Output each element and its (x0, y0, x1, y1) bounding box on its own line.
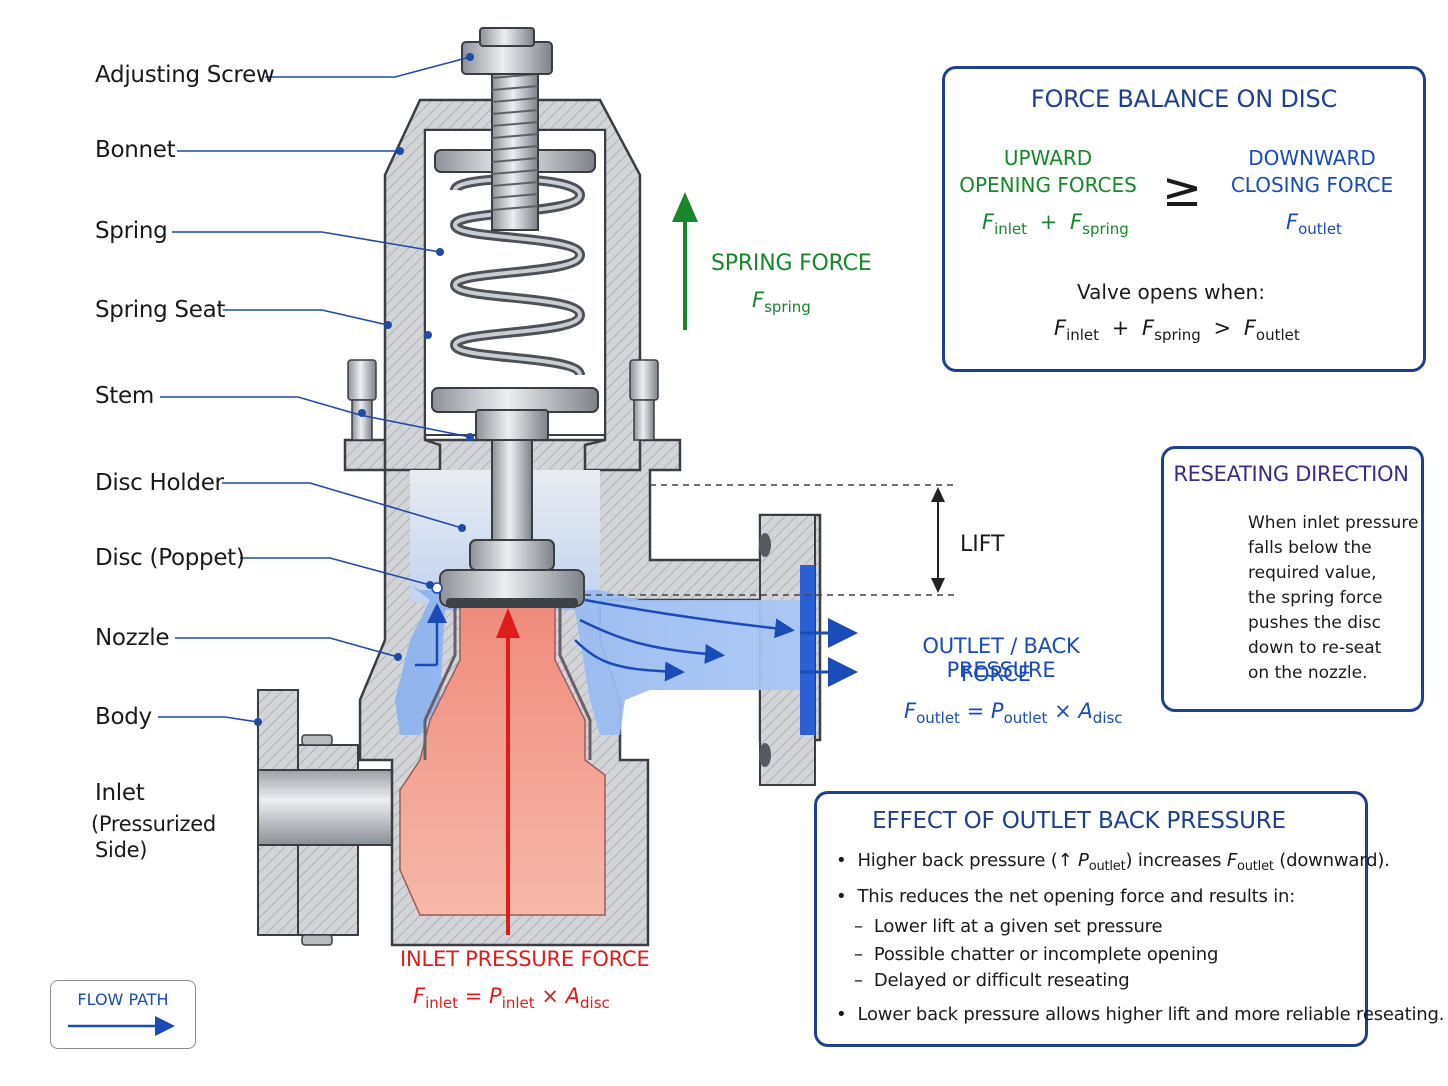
downward-label-2: CLOSING FORCE (1230, 173, 1394, 197)
label-stem: Stem (95, 383, 154, 409)
upward-label-2: OPENING FORCES (959, 173, 1137, 197)
geq-symbol: ≥ (1162, 162, 1203, 218)
valve-opens-label: Valve opens when: (1077, 280, 1265, 304)
leader-lines (158, 56, 471, 723)
internal-flow-arrows (415, 598, 795, 682)
adjusting-screw (461, 27, 553, 231)
bonnet-bolt-right (629, 359, 659, 441)
reseating-line-4: the spring force (1248, 588, 1383, 608)
upward-formula: Finlet + Fspring (982, 210, 1129, 238)
inlet-force-formula: Finlet = Pinlet × Adisc (413, 984, 610, 1012)
spring-force-symbol: Fspring (752, 288, 811, 316)
disc-holder (469, 539, 555, 571)
reseating-box (1161, 446, 1424, 712)
outlet-force-title-2: FORCE (960, 662, 1032, 686)
inlet-pipe (257, 769, 409, 846)
outlet-fluid (395, 585, 800, 735)
bonnet (383, 98, 642, 472)
downward-formula: Foutlet (1286, 210, 1342, 238)
label-disc: Disc (Poppet) (95, 545, 245, 571)
spring-seat (431, 387, 599, 413)
legend-label: FLOW PATH (77, 990, 169, 1009)
reseating-line-2: falls below the (1248, 538, 1372, 558)
reseating-title: RESEATING DIRECTION (1173, 462, 1409, 486)
force-balance-title: FORCE BALANCE ON DISC (1030, 85, 1338, 113)
reseating-line-5: pushes the disc (1248, 613, 1381, 633)
label-inlet-sub1: (Pressurized (91, 812, 216, 836)
leader-dots (254, 53, 474, 726)
bp-sub-2: – Possible chatter or incomplete opening (854, 944, 1219, 965)
lift-dimension (585, 484, 955, 596)
inlet-force-title: INLET PRESSURE FORCE (400, 947, 650, 971)
bp-bullet-3: • Lower back pressure allows higher lift… (836, 1004, 1445, 1025)
inlet-fluid (399, 604, 606, 916)
bp-bullet-1: • Higher back pressure (↑ Poutlet) incre… (836, 850, 1390, 874)
label-inlet: Inlet (95, 780, 145, 806)
bp-bullet-2: • This reduces the net opening force and… (836, 886, 1296, 907)
label-bonnet: Bonnet (95, 137, 176, 163)
outlet-force-title-1: OUTLET / BACK PRESSURE (922, 634, 1080, 682)
reseating-line-1: When inlet pressure (1248, 513, 1419, 533)
reseating-line-3: required value, (1248, 563, 1377, 583)
label-spring: Spring (95, 218, 168, 244)
downward-label-1: DOWNWARD (1248, 146, 1376, 170)
upward-label-1: UPWARD (1003, 146, 1093, 170)
label-spring-seat: Spring Seat (95, 297, 226, 323)
reseating-line-6: down to re-seat (1248, 638, 1382, 658)
legend-box (50, 980, 196, 1049)
bp-sub-1: – Lower lift at a given set pressure (854, 916, 1163, 937)
label-adjusting-screw: Adjusting Screw (95, 62, 275, 88)
force-balance-box (942, 66, 1426, 372)
label-disc-holder: Disc Holder (95, 470, 224, 496)
back-pressure-title: EFFECT OF OUTLET BACK PRESSURE (872, 808, 1286, 834)
inlet-pressure-arrow (496, 608, 520, 935)
lift-label: LIFT (960, 532, 1005, 557)
label-nozzle: Nozzle (95, 625, 170, 651)
label-inlet-sub2: Side) (95, 838, 148, 862)
outlet-force-formula: Foutlet = Poutlet × Adisc (904, 699, 1123, 727)
bp-sub-3: – Delayed or difficult reseating (854, 970, 1130, 991)
reseating-line-7: on the nozzle. (1248, 663, 1368, 683)
spring-force-title: SPRING FORCE (711, 251, 872, 276)
label-body: Body (95, 704, 152, 730)
spring-force-arrow (672, 192, 698, 330)
bonnet-bolt-left (347, 359, 377, 441)
valve-opens-formula: Finlet + Fspring > Foutlet (1054, 316, 1300, 344)
back-pressure-box (814, 791, 1368, 1047)
